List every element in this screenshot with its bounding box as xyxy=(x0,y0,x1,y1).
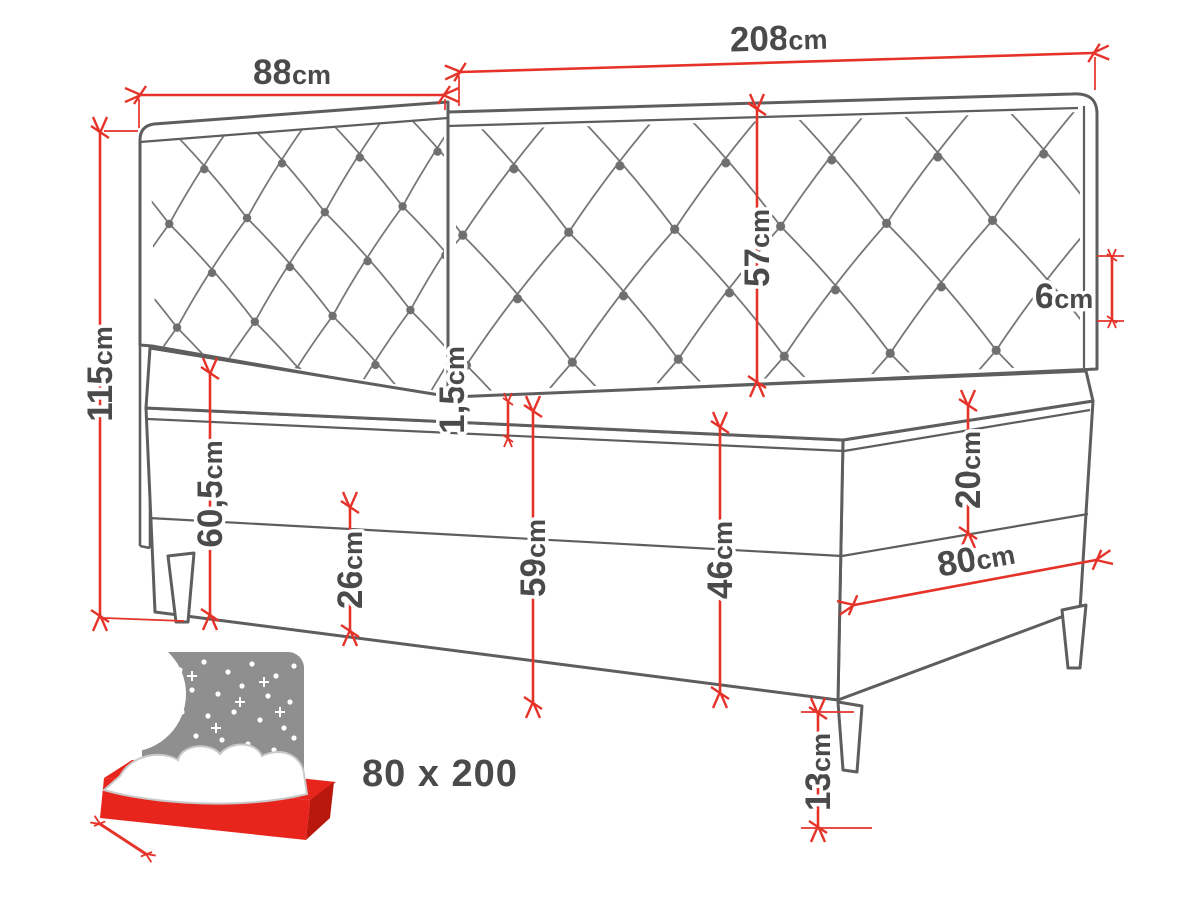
dim-side-width-label: 88cm xyxy=(253,53,331,92)
headboard-side-panel xyxy=(138,100,450,550)
dim-upper-box: 20cm xyxy=(946,389,992,549)
dim-lower-box: 26cm xyxy=(328,491,374,647)
dim-leg-height: 13cm xyxy=(796,697,872,843)
dim-back-length-label: 208cm xyxy=(729,18,828,60)
moon-crescent xyxy=(70,636,186,752)
dim-left-section-label: 60,5cm xyxy=(191,440,230,547)
dim-base-height-label: 46cm xyxy=(701,521,740,599)
dim-headboard-height-label: 57cm xyxy=(738,209,777,287)
icon-duvet xyxy=(101,743,309,805)
tufting-pattern-back xyxy=(456,112,1080,392)
dim-total-height-label: 115cm xyxy=(81,326,120,422)
dim-frame-edge: 6cm xyxy=(1031,248,1124,329)
icon-mattress-side xyxy=(306,782,334,840)
dim-base-with-legs: 59cm xyxy=(511,395,557,719)
tufting-pattern-side xyxy=(150,119,444,392)
topper-edge xyxy=(147,408,1091,453)
bed-leg-front-right xyxy=(836,700,864,774)
dim-side-width: 88cm xyxy=(124,50,460,128)
dim-lower-box-label: 26cm xyxy=(331,531,370,609)
dim-topper: 1,5cm xyxy=(430,343,514,448)
size-label: 80 x 200 xyxy=(362,753,518,795)
dim-back-length: 208cm xyxy=(444,15,1110,106)
dim-frame-edge-label: 6cm xyxy=(1035,277,1094,316)
bed-leg-back-right xyxy=(1060,603,1088,670)
dimension-lines: 88cm 208cm 115cm 57cm 6cm 1,5cm xyxy=(78,15,1124,843)
bed-leg-left xyxy=(166,551,196,624)
dim-total-height: 115cm xyxy=(78,116,185,632)
dim-left-section: 60,5cm xyxy=(188,357,234,631)
dim-upper-box-label: 20cm xyxy=(949,431,988,509)
dim-base-height: 46cm xyxy=(698,411,744,709)
bed-thumbnail-icon xyxy=(70,636,336,863)
icon-size-arrow xyxy=(90,815,156,863)
dim-headboard-height: 57cm xyxy=(735,93,781,398)
dim-topper-label: 1,5cm xyxy=(433,346,472,434)
headboard-back-panel xyxy=(446,92,1099,400)
mattress-top xyxy=(144,346,1095,442)
dim-leg-height-label: 13cm xyxy=(799,733,838,811)
dim-base-with-legs-label: 59cm xyxy=(514,519,553,597)
